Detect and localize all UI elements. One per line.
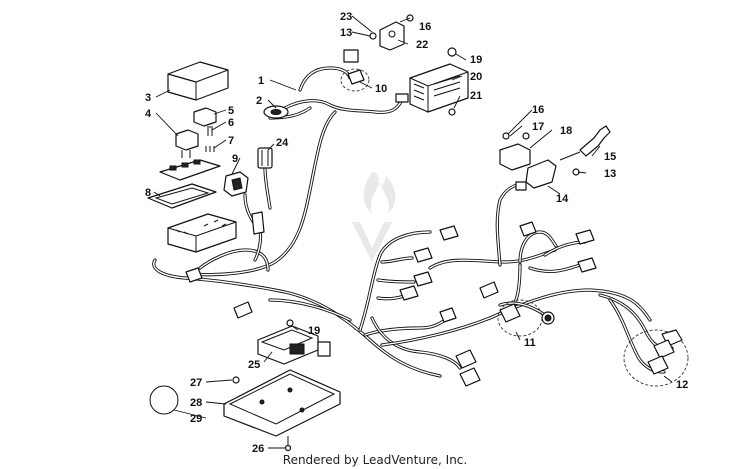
callout-27: 27 [190, 377, 202, 389]
callout-13-right: 13 [604, 168, 616, 180]
callout-3: 3 [145, 92, 151, 104]
nut-19-bottom [286, 319, 294, 327]
connector-12 [623, 329, 689, 387]
screw-21 [448, 108, 456, 116]
watermark-logo [352, 172, 396, 262]
bracket-14 [499, 132, 557, 191]
connector-9 [223, 171, 249, 197]
callout-11: 11 [524, 337, 536, 349]
callout-19-bottom: 19 [308, 325, 320, 337]
callout-24: 24 [276, 137, 289, 149]
callout-19-top: 19 [470, 54, 482, 66]
callout-9: 9 [232, 153, 238, 165]
fuse-small [205, 126, 215, 152]
callout-20: 20 [470, 71, 482, 83]
connector-misc [185, 211, 597, 387]
screw-27 [232, 376, 240, 384]
callout-22: 22 [416, 39, 428, 51]
callout-28: 28 [190, 397, 202, 409]
grommet-2 [263, 105, 289, 119]
fuse-block-gasket [147, 183, 217, 209]
nut-19-top [447, 47, 457, 57]
voltage-regulator [395, 63, 469, 113]
credit-text: Rendered by LeadVenture, Inc. [283, 453, 467, 467]
callout-15: 15 [604, 151, 616, 163]
callout-25: 25 [248, 359, 260, 371]
relay-box-cover [167, 61, 229, 101]
callout-12: 12 [676, 379, 688, 391]
callout-16-top: 16 [419, 21, 431, 33]
fuse-panel [159, 159, 221, 181]
connector-11 [497, 299, 555, 337]
callout-4: 4 [145, 108, 152, 120]
callout-labels: 1 2 3 4 5 6 7 8 9 10 11 12 13 13 14 15 1… [145, 11, 688, 455]
callout-18: 18 [560, 125, 572, 137]
callout-5: 5 [228, 105, 234, 117]
callout-7: 7 [228, 135, 234, 147]
callout-13-top: 13 [340, 27, 352, 39]
sensor-24 [257, 147, 273, 169]
callout-6: 6 [228, 117, 234, 129]
callout-1: 1 [258, 75, 264, 87]
callout-17: 17 [532, 121, 544, 133]
leader-lines [153, 15, 673, 449]
fuse-block [167, 213, 237, 253]
clamp-ring-29 [149, 385, 179, 415]
connector-10 [340, 49, 370, 92]
callout-21: 21 [470, 90, 482, 102]
relay [175, 129, 199, 158]
callout-23: 23 [340, 11, 352, 23]
callout-14: 14 [556, 193, 569, 205]
screw-26 [284, 436, 292, 452]
bracket-22 [369, 14, 414, 51]
callout-29: 29 [190, 413, 202, 425]
callout-2: 2 [256, 95, 262, 107]
callout-8: 8 [145, 187, 151, 199]
callout-10: 10 [375, 83, 387, 95]
callout-26: 26 [252, 443, 264, 455]
mini-relay [193, 107, 217, 127]
mounting-tray [223, 369, 341, 437]
callout-16-right: 16 [532, 104, 544, 116]
